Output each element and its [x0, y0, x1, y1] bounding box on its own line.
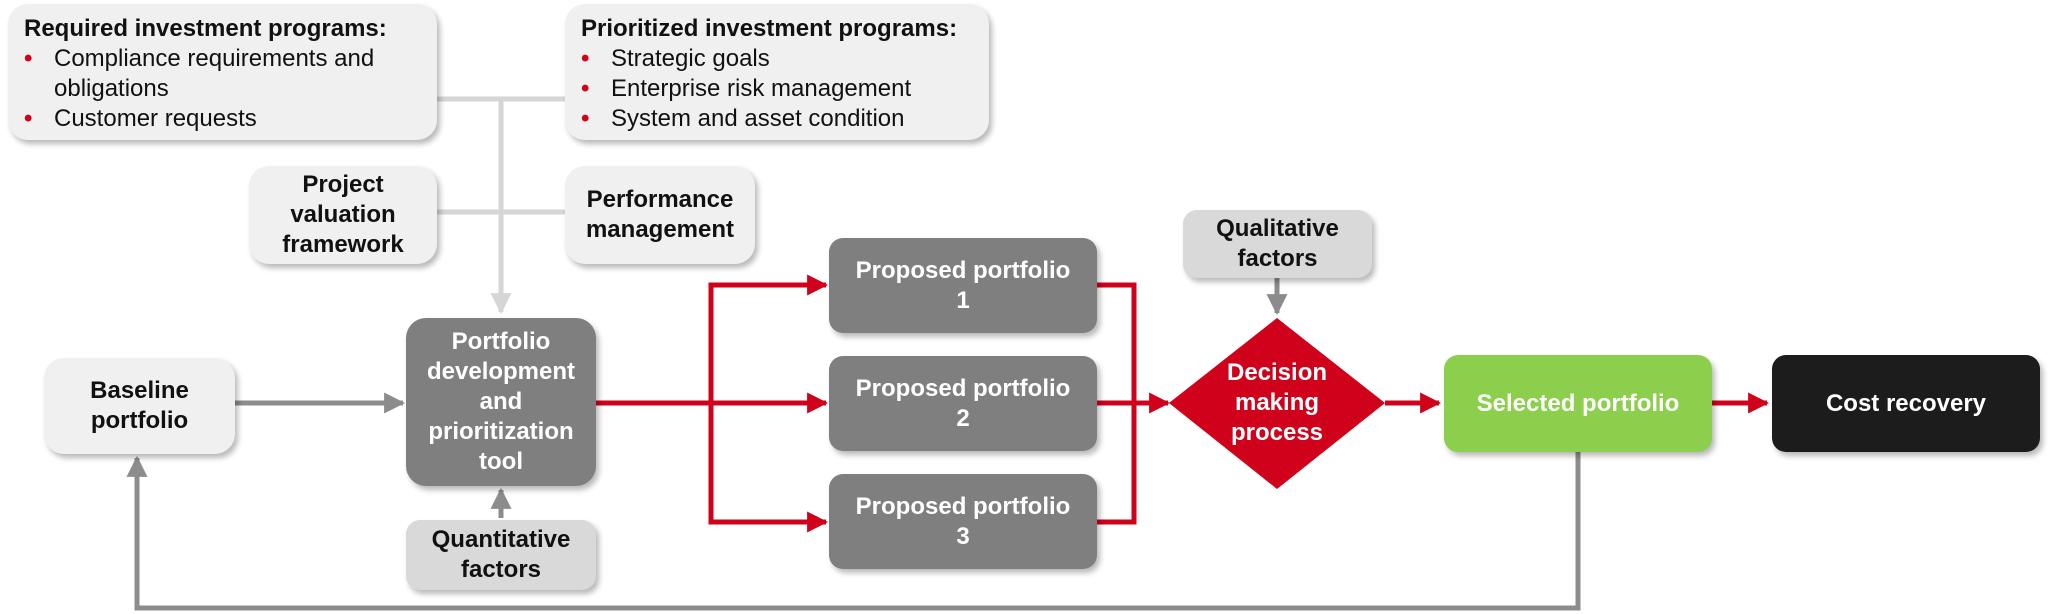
- bullet-icon: •: [24, 45, 33, 72]
- baseline-portfolio-box: Baseline portfolio: [44, 358, 235, 454]
- portfolio-development-tool-box: Portfolio development and prioritization…: [406, 318, 596, 486]
- qualitative-factors-box: Qualitative factors: [1183, 210, 1372, 278]
- cost-recovery-box: Cost recovery: [1772, 355, 2040, 452]
- feedback-loop-arrow: [126, 452, 1581, 611]
- proposed1-merge-line: [1097, 282, 1137, 403]
- proposed-portfolio-1-box: Proposed portfolio 1: [829, 238, 1097, 333]
- performance-management-box: Performance management: [565, 166, 755, 264]
- input-feed-lines: [437, 96, 565, 315]
- red-flow-arrows: [596, 274, 1770, 533]
- gray-arrows: [126, 278, 1581, 611]
- tool-to-proposed3-arrow: [708, 403, 829, 533]
- prioritized-program-item: •Enterprise risk management: [581, 75, 912, 102]
- proposed-portfolio-3-box: Proposed portfolio 3: [829, 474, 1097, 569]
- bullet-icon: •: [24, 105, 33, 132]
- decision-diamond-shape: [1169, 318, 1385, 489]
- required-programs-list: •Compliance requirements and obligations…: [24, 44, 421, 134]
- prioritized-program-item: •Strategic goals: [581, 45, 770, 72]
- quantitative-factors-box: Quantitative factors: [406, 520, 596, 590]
- required-program-item: •Customer requests: [24, 105, 257, 132]
- bullet-icon: •: [581, 75, 590, 102]
- prioritized-programs-title: Prioritized investment programs:: [581, 15, 958, 42]
- required-programs-box: Required investment programs: •Complianc…: [8, 4, 437, 140]
- prioritized-programs-box: Prioritized investment programs: •Strate…: [565, 4, 989, 140]
- proposed-portfolio-2-box: Proposed portfolio 2: [829, 356, 1097, 451]
- decision-making-process-label: Decision making process: [1226, 359, 1328, 446]
- project-valuation-framework-box: Project valuation framework: [249, 166, 437, 264]
- proposed3-merge-line: [1097, 403, 1137, 525]
- tool-to-proposed1-arrow: [708, 274, 829, 403]
- selected-portfolio-box: Selected portfolio: [1444, 355, 1712, 452]
- required-programs-title: Required investment programs:: [24, 15, 387, 42]
- prioritized-program-item: •System and asset condition: [581, 105, 905, 132]
- prioritized-programs-list: •Strategic goals •Enterprise risk manage…: [581, 44, 911, 134]
- bullet-icon: •: [581, 45, 590, 72]
- bullet-icon: •: [581, 105, 590, 132]
- required-program-item: •Compliance requirements and obligations: [24, 45, 375, 102]
